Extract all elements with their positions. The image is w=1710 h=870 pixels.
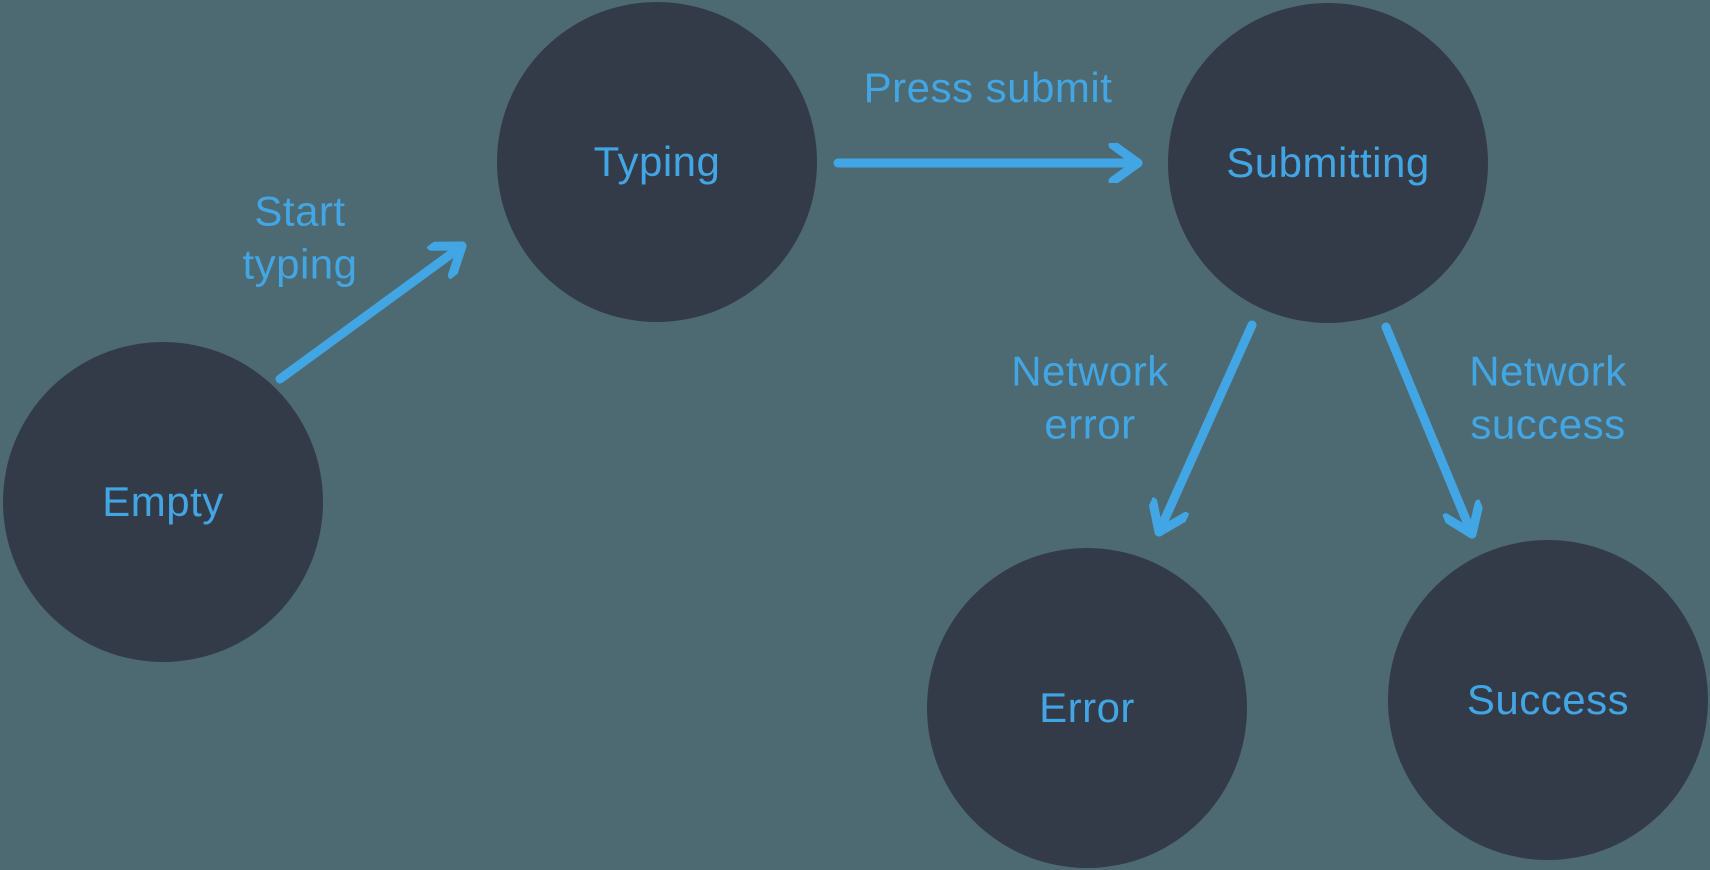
transition-label-start-typing: Start typing (242, 187, 358, 288)
state-label-success: Success (1466, 675, 1630, 723)
state-label-typing: Typing (593, 137, 721, 185)
transition-label-press-submit: Press submit (863, 63, 1113, 111)
state-node-typing: Typing (497, 2, 817, 322)
transition-label-network-error: Network error (1011, 347, 1169, 448)
arrow-network-error (1159, 320, 1257, 537)
state-node-empty: Empty (3, 342, 323, 662)
state-label-error: Error (1039, 683, 1135, 731)
state-label-empty: Empty (102, 477, 224, 525)
state-node-success: Success (1388, 540, 1708, 860)
state-node-error: Error (927, 548, 1247, 868)
arrow-start-typing (275, 241, 467, 384)
state-node-submitting: Submitting (1168, 3, 1488, 323)
arrow-network-success (1381, 322, 1472, 539)
state-label-submitting: Submitting (1226, 138, 1430, 186)
transition-label-network-success: Network success (1469, 347, 1627, 448)
